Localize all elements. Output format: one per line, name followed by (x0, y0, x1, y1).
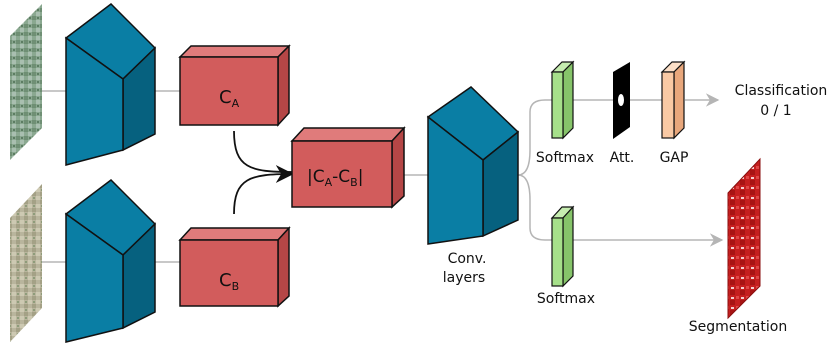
softmax-top-slab (550, 60, 575, 140)
feature-box-ca: CA (178, 44, 291, 127)
svg-text:CB: CB (219, 270, 239, 293)
ca-subscript: A (232, 97, 240, 110)
gap-slab (660, 60, 686, 140)
ca-label: C (219, 87, 232, 108)
softmax-bottom-label: Softmax (537, 291, 595, 307)
diff-bar-left: |C (307, 167, 325, 187)
conv-layers-block (426, 86, 520, 245)
classification-values: 0 / 1 (760, 103, 791, 119)
cb-label: C (219, 270, 232, 291)
diff-dash: -C (332, 167, 350, 187)
diff-sub-a: A (325, 176, 333, 189)
diff-sub-b: B (350, 176, 358, 189)
difference-box: |CA-CB| (290, 126, 406, 209)
segmentation-label: Segmentation (689, 319, 787, 335)
gap-label: GAP (660, 150, 689, 166)
encoder-a (64, 3, 157, 166)
feature-box-cb: CB (178, 226, 291, 308)
classification-label: Classification (735, 83, 828, 99)
conv-label-line2: layers (443, 270, 485, 286)
input-image-b (10, 184, 42, 342)
softmax-top-label: Softmax (536, 150, 594, 166)
attention-label: Att. (610, 150, 635, 166)
svg-text:CA: CA (219, 87, 240, 110)
diff-bar-right: | (358, 167, 364, 187)
input-image-a (10, 4, 42, 160)
segmentation-map (727, 157, 761, 320)
attention-map (613, 62, 630, 139)
encoder-b (64, 179, 157, 343)
connectors (42, 90, 724, 263)
softmax-bottom-slab (550, 205, 575, 288)
conv-label-line1: Conv. (448, 251, 487, 267)
cb-subscript: B (232, 280, 240, 293)
svg-text:|CA-CB|: |CA-CB| (307, 167, 363, 189)
merge-arrows (233, 130, 294, 215)
